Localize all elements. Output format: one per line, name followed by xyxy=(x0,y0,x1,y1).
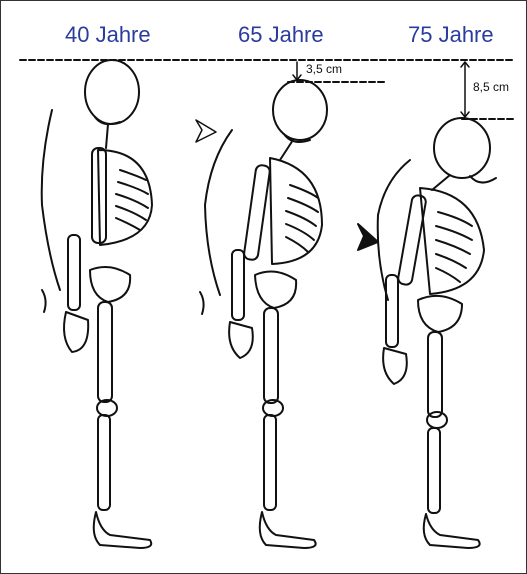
height-arrow-75 xyxy=(461,62,469,117)
skeleton-65 xyxy=(196,80,327,548)
height-arrow-65 xyxy=(293,62,301,80)
skeleton-40 xyxy=(42,60,152,548)
skeleton-75 xyxy=(358,118,496,548)
